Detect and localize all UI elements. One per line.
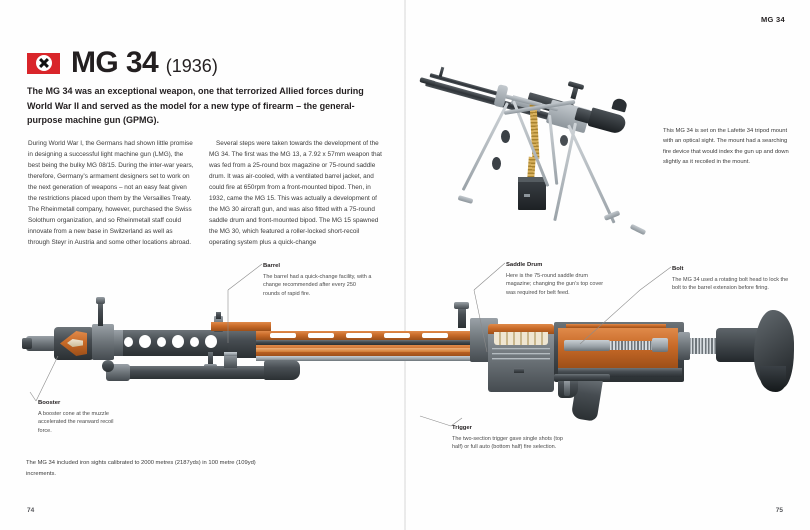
weapon-year: (1936) <box>165 56 218 76</box>
body-column-2: Several steps were taken towards the dev… <box>209 138 384 248</box>
body-column-1: During World War I, the Germans had show… <box>28 138 196 248</box>
page-gutter <box>404 0 406 530</box>
callout-trigger: Trigger The two-section trigger gave sin… <box>452 424 570 452</box>
callout-saddle-drum: Saddle Drum Here is the 75-round saddle … <box>506 261 610 297</box>
callout-title: Booster <box>38 400 61 406</box>
folio-left: 74 <box>27 507 35 514</box>
callout-title: Bolt <box>672 266 684 272</box>
footnote: The MG 34 included iron sights calibrate… <box>26 460 256 477</box>
callout-title: Barrel <box>263 263 281 269</box>
callout-booster: Booster A booster cone at the muzzle acc… <box>38 399 116 435</box>
weapon-name: MG 34 (1936) <box>71 48 218 78</box>
callout-title: Trigger <box>452 425 472 431</box>
standfirst: The MG 34 was an exceptional weapon, one… <box>27 86 364 126</box>
tripod-mount-caption: This MG 34 is set on the Lafette 34 trip… <box>663 128 789 165</box>
cutaway-illustration <box>18 288 794 438</box>
tripod-photo-illustration <box>408 35 658 250</box>
callout-bolt: Bolt The MG 34 used a rotating bolt head… <box>672 265 790 293</box>
callout-title: Saddle Drum <box>506 262 543 268</box>
body-paragraph: Several steps were taken towards the dev… <box>209 140 382 247</box>
page-title: MG 34 (1936) <box>27 48 218 78</box>
folio-right: 75 <box>775 507 783 514</box>
callout-text: Here is the 75-round saddle drum magazin… <box>506 272 604 296</box>
nazi-flag-icon <box>27 52 60 74</box>
callout-text: A booster cone at the muzzle accelerated… <box>38 410 114 434</box>
callout-text: The MG 34 used a rotating bolt head to l… <box>672 276 789 292</box>
body-paragraph: During World War I, the Germans had show… <box>28 140 194 247</box>
callout-barrel: Barrel The barrel had a quick-change fac… <box>263 262 373 298</box>
running-head: MG 34 <box>760 15 785 24</box>
callout-text: The barrel had a quick-change facility, … <box>263 273 372 297</box>
weapon-name-text: MG 34 <box>71 46 159 79</box>
callout-text: The two-section trigger gave single shot… <box>452 435 563 451</box>
